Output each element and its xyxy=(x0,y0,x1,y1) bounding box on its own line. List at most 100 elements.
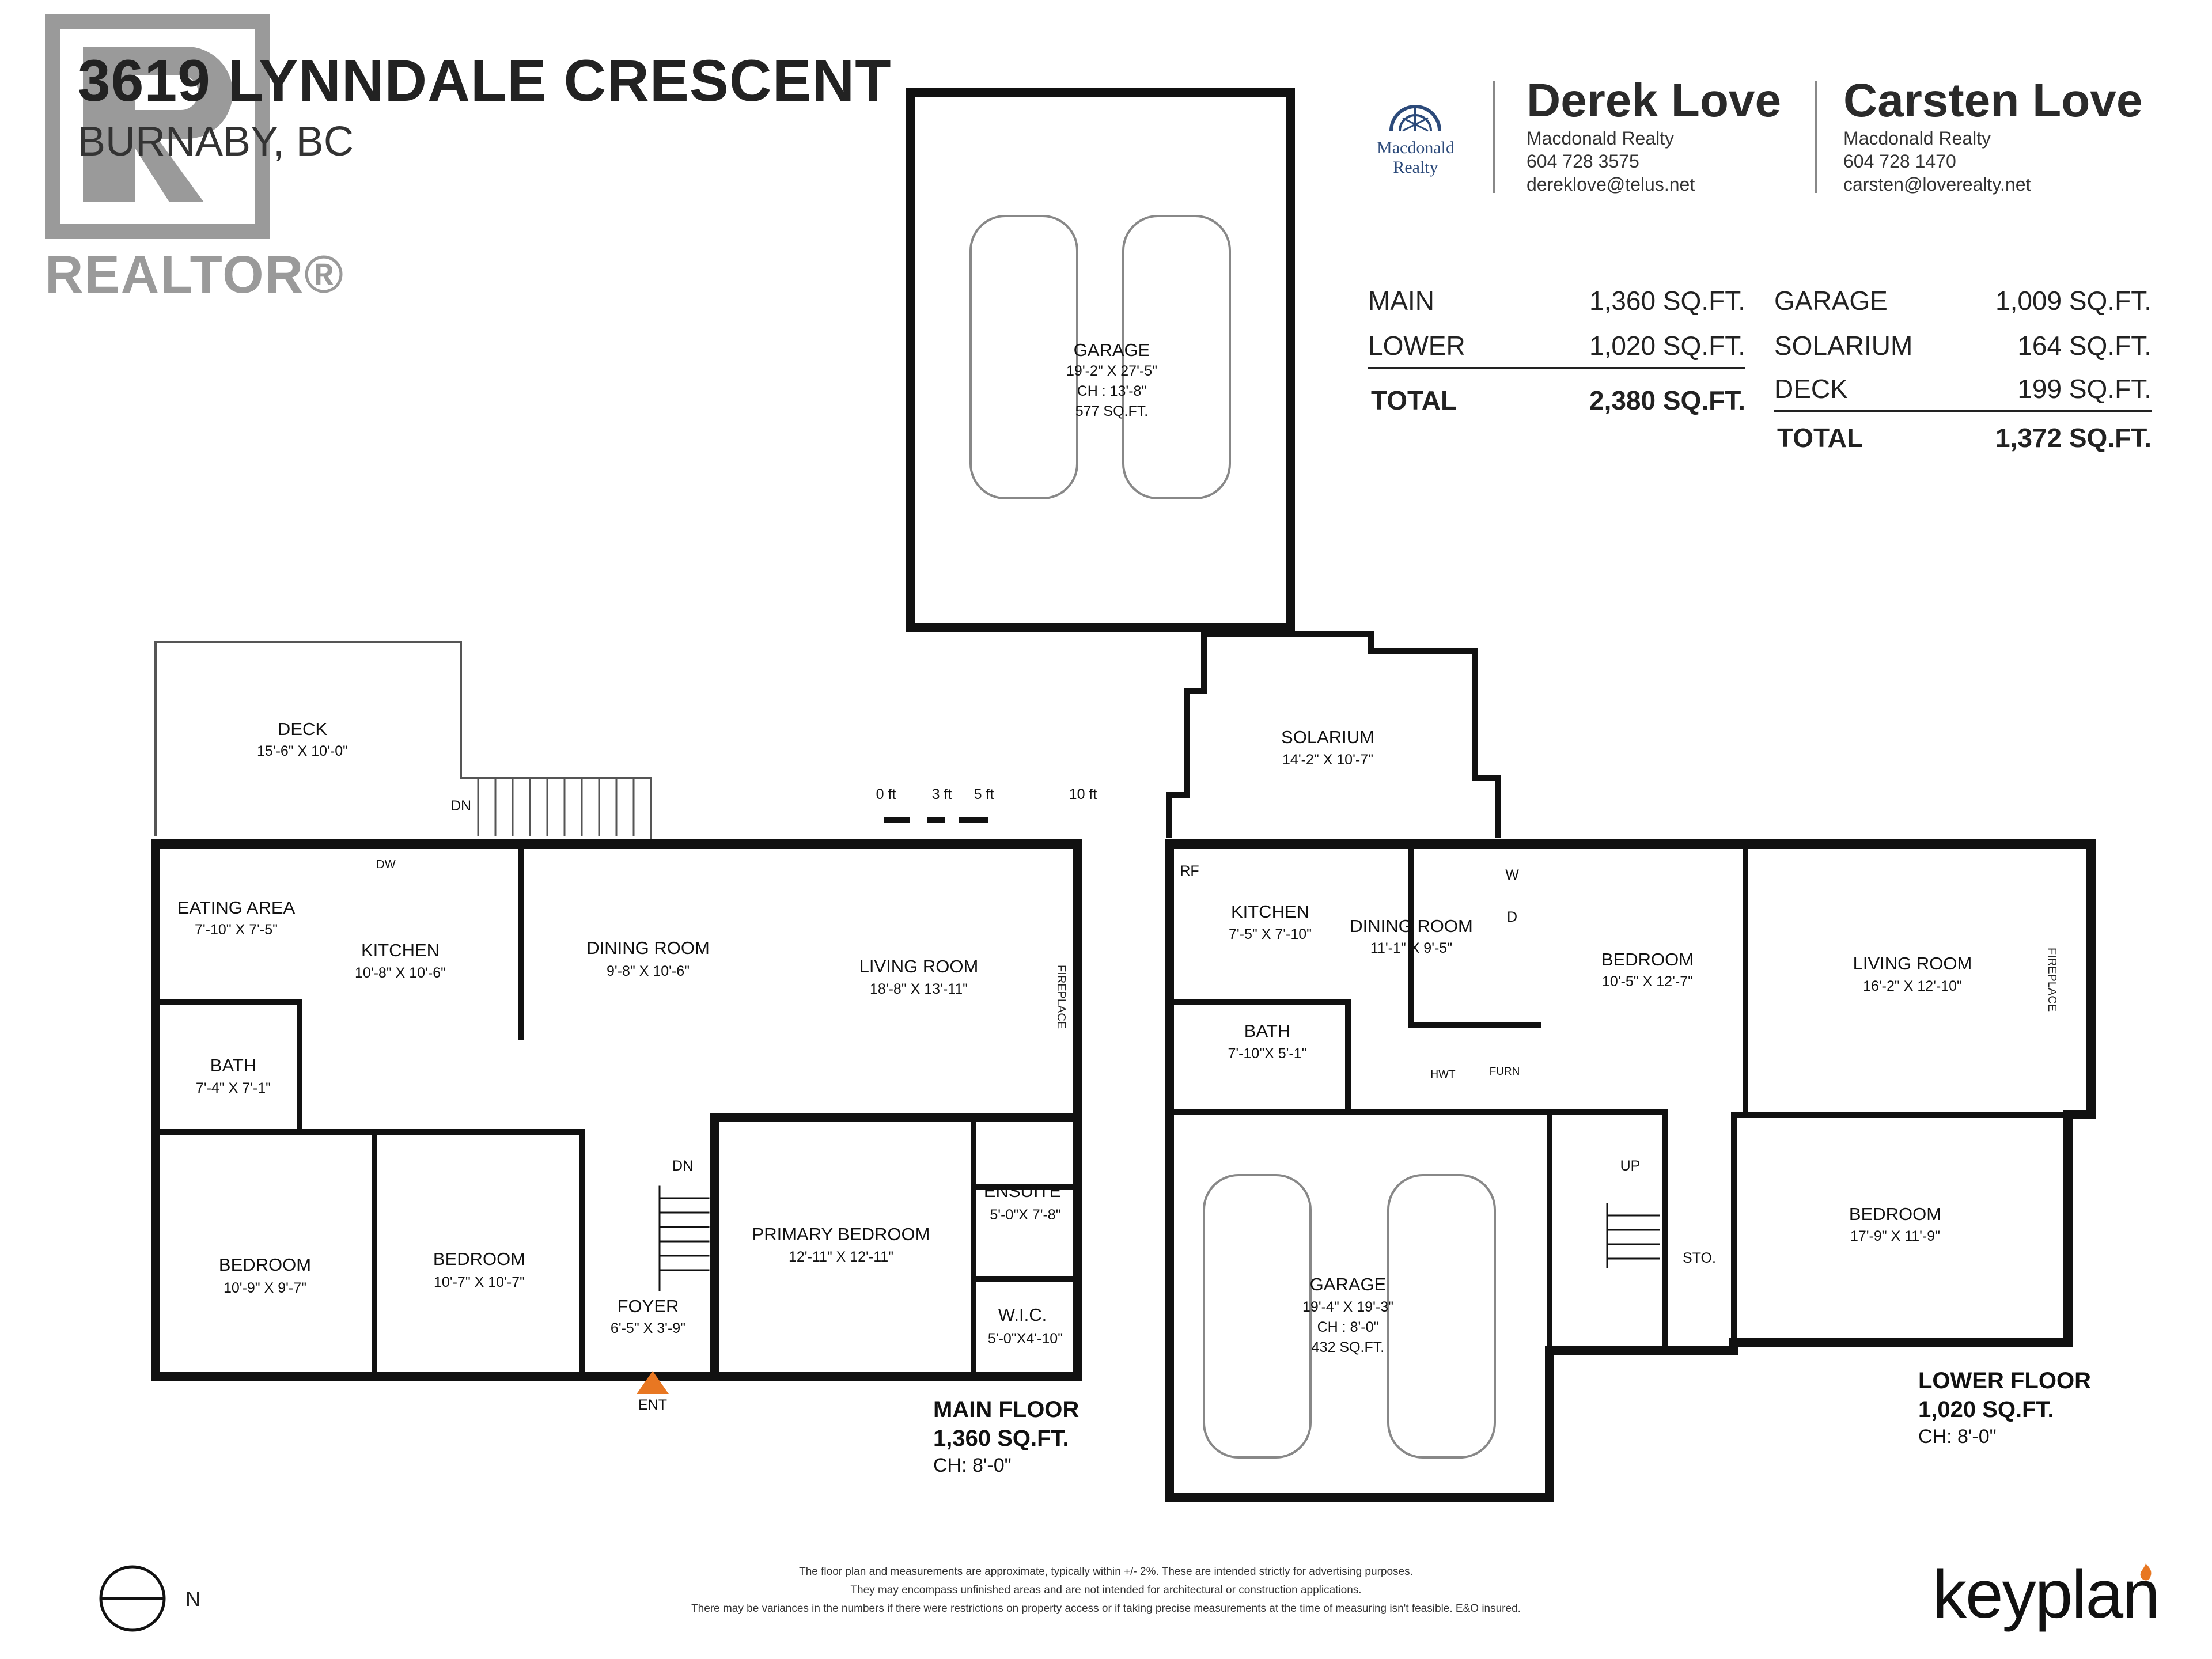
disclaimer-line: They may encompass unfinished areas and … xyxy=(850,1584,1362,1596)
divider xyxy=(1815,81,1817,193)
floor-name-main: MAIN FLOOR xyxy=(933,1397,1080,1422)
room-label-bedroom: BEDROOM xyxy=(218,1255,312,1275)
room-ch-garage-lower: CH : 8'-0" xyxy=(1317,1319,1379,1335)
north-label: N xyxy=(185,1587,200,1611)
area-label-deck: DECK xyxy=(1774,374,1848,404)
water-heater-label: HWT xyxy=(1430,1069,1456,1081)
area-value-total2: 1,372 SQ.FT. xyxy=(1995,423,2152,453)
washer-label: W xyxy=(1505,867,1519,883)
room-dim-deck: 15'-6" X 10'-0" xyxy=(257,743,348,759)
scale-bar xyxy=(884,817,988,823)
entry-arrow-icon xyxy=(637,1371,669,1394)
agent-name: Carsten Love xyxy=(1843,74,2143,127)
room-dim-bath: 7'-4" X 7'-1" xyxy=(195,1080,271,1096)
room-area-garage: 577 SQ.FT. xyxy=(1075,403,1149,419)
fireplace-label: FIREPLACE xyxy=(2046,948,2058,1012)
entry-label: ENT xyxy=(638,1397,667,1413)
area-label-total2: TOTAL xyxy=(1777,423,1863,453)
main-floor-interior-walls xyxy=(153,841,1080,1380)
agent-email[interactable]: carsten@loverealty.net xyxy=(1843,174,2031,195)
scale-label: 10 ft xyxy=(1069,786,1097,802)
room-dim-kitchen: 10'-8" X 10'-6" xyxy=(355,965,446,981)
agent-phone[interactable]: 604 728 1470 xyxy=(1843,151,1956,172)
room-dim-ensuite: 5'-0"X 7'-8" xyxy=(990,1207,1061,1223)
lower-stairs xyxy=(1606,1203,1660,1268)
car-icon xyxy=(969,215,1496,1459)
area-label-main: MAIN xyxy=(1368,286,1434,316)
room-dim-bedroom: 10'-7" X 10'-7" xyxy=(434,1274,525,1290)
area-value-total: 2,380 SQ.FT. xyxy=(1589,385,1745,415)
room-dim-garage: 19'-2" X 27'-5" xyxy=(1066,363,1157,379)
room-dim-primary-bedroom: 12'-11" X 12'-11" xyxy=(788,1249,894,1265)
room-dim-bedroom: 10'-9" X 9'-7" xyxy=(223,1280,307,1296)
room-label-garage: GARAGE xyxy=(1073,340,1150,360)
area-value-deck: 199 SQ.FT. xyxy=(2017,374,2152,404)
room-dim-eating-area: 7'-10" X 7'-5" xyxy=(194,922,278,938)
area-label-lower: LOWER xyxy=(1368,331,1465,361)
area-label-solarium: SOLARIUM xyxy=(1774,331,1913,361)
room-dim-dining-room-lower: 11'-1" X 9'-5" xyxy=(1370,940,1453,956)
storage-label: STO. xyxy=(1683,1250,1716,1266)
area-value-solarium: 164 SQ.FT. xyxy=(2017,331,2152,361)
property-city: BURNABY, BC xyxy=(78,119,354,165)
garage-top-walls xyxy=(906,88,1295,632)
main-stairs xyxy=(658,1185,710,1291)
compass-rose-icon xyxy=(1389,105,1441,132)
stairs-up-label: UP xyxy=(1620,1158,1641,1174)
room-label-kitchen: KITCHEN xyxy=(361,940,440,960)
lower-floor-interior-walls xyxy=(1166,841,2094,1354)
room-label-living-room-lower: LIVING ROOM xyxy=(1853,953,1972,974)
realtor-watermark-text: REALTOR® xyxy=(45,245,344,304)
room-dim-bath-lower: 7'-10"X 5'-1" xyxy=(1228,1046,1307,1062)
room-dim-dining-room: 9'-8" X 10'-6" xyxy=(606,963,690,979)
area-value-lower: 1,020 SQ.FT. xyxy=(1589,331,1745,361)
room-label-wic: W.I.C. xyxy=(998,1305,1047,1325)
room-dim-solarium: 14'-2" X 10'-7" xyxy=(1282,752,1373,768)
property-address: 3619 LYNNDALE CRESCENT xyxy=(78,48,892,113)
brokerage-logo-line2: Realty xyxy=(1393,158,1438,177)
room-label-bath: BATH xyxy=(210,1055,257,1075)
room-ch-garage: CH : 13'-8" xyxy=(1077,383,1147,399)
floor-ch-lower: CH: 8'-0" xyxy=(1918,1426,1997,1448)
realtor-logo xyxy=(45,14,270,239)
keyplan-flame-icon xyxy=(2140,1563,2152,1581)
area-value-garage: 1,009 SQ.FT. xyxy=(1995,286,2152,316)
room-area-garage-lower: 432 SQ.FT. xyxy=(1311,1339,1385,1355)
room-label-bedroom-lower2: BEDROOM xyxy=(1849,1204,1942,1224)
agent-phone[interactable]: 604 728 3575 xyxy=(1527,151,1639,172)
dryer-label: D xyxy=(1506,909,1518,925)
room-label-dining-room-lower: DINING ROOM xyxy=(1350,916,1473,936)
room-dim-kitchen-lower: 7'-5" X 7'-10" xyxy=(1228,926,1312,942)
scale-label: 0 ft xyxy=(876,786,896,802)
room-dim-garage-lower: 19'-4" X 19'-3" xyxy=(1302,1299,1393,1315)
fridge-label: RF xyxy=(1180,863,1199,879)
furnace-label: FURN xyxy=(1489,1066,1520,1078)
floor-name-lower: LOWER FLOOR xyxy=(1918,1368,2091,1393)
room-dim-bedroom-lower2: 17'-9" X 11'-9" xyxy=(1850,1228,1941,1244)
brokerage-logo-line1: Macdonald xyxy=(1377,138,1455,157)
fireplace-label: FIREPLACE xyxy=(1055,965,1067,1029)
divider xyxy=(1493,81,1495,193)
room-label-bedroom-lower: BEDROOM xyxy=(1601,949,1694,969)
room-label-kitchen-lower: KITCHEN xyxy=(1230,902,1310,922)
table-rule xyxy=(1368,367,1745,369)
agent-company: Macdonald Realty xyxy=(1527,128,1675,149)
area-label-garage: GARAGE xyxy=(1774,286,1888,316)
floor-ch-main: CH: 8'-0" xyxy=(933,1455,1012,1476)
room-label-ensuite: ENSUITE xyxy=(983,1181,1062,1201)
room-dim-living-room: 18'-8" X 13'-11" xyxy=(870,981,968,997)
scale-label: 5 ft xyxy=(974,786,994,802)
main-floor-walls xyxy=(151,839,1082,1381)
room-dim-living-room-lower: 16'-2" X 12'-10" xyxy=(1863,978,1962,994)
room-label-dining-room: DINING ROOM xyxy=(586,938,710,958)
scale-label: 3 ft xyxy=(931,786,952,802)
brokerage-logo: Macdonald Realty xyxy=(1368,95,1463,177)
room-label-deck: DECK xyxy=(277,719,328,739)
room-label-bedroom: BEDROOM xyxy=(433,1249,526,1269)
room-label-foyer: FOYER xyxy=(617,1296,679,1316)
room-label-eating-area: EATING AREA xyxy=(177,897,296,918)
room-dim-wic: 5'-0"X4'-10" xyxy=(987,1331,1063,1347)
agent-email[interactable]: dereklove@telus.net xyxy=(1527,174,1695,195)
room-dim-foyer: 6'-5" X 3'-9" xyxy=(610,1320,686,1336)
room-label-garage-lower: GARAGE xyxy=(1309,1274,1387,1294)
